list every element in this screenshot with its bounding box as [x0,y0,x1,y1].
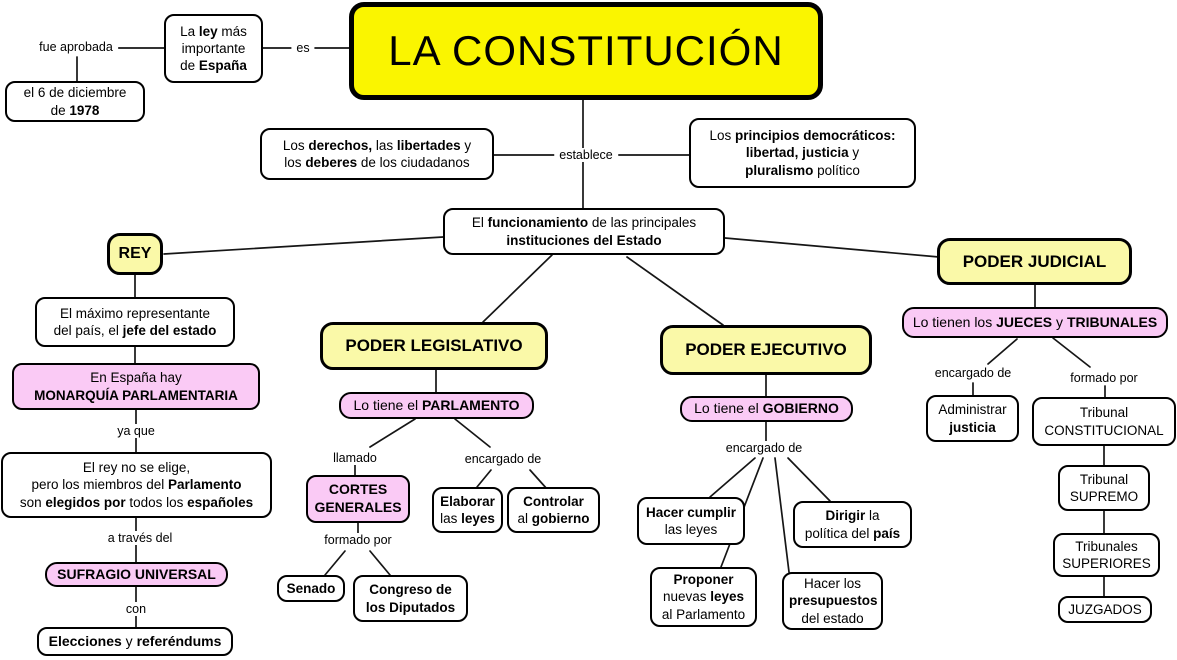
node-rey-no-se-elige: El rey no se elige,pero los miembros del… [1,452,272,518]
node-rey-no-se-elige-text: El rey no se elige,pero los miembros del… [19,460,254,510]
node-jueces-tribunales: Lo tienen los JUECES y TRIBUNALES [902,307,1168,338]
label-ya-que: ya que [112,424,160,438]
node-poder-legislativo-text: PODER LEGISLATIVO [345,336,523,356]
label-establece: establece [554,148,618,162]
node-juzgados-text: JUZGADOS [1068,601,1142,617]
node-poder-ejecutivo-text: PODER EJECUTIVO [685,340,847,360]
node-jueces-tribunales-text: Lo tienen los JUECES y TRIBUNALES [912,313,1158,330]
node-senado: Senado [277,575,345,602]
node-lo-tiene-gobierno-text: Lo tiene el GOBIERNO [694,400,839,417]
label-formado-por-legislativo: formado por [319,533,397,547]
node-principios-democraticos-text: Los principios democráticos:libertad, ju… [709,128,896,178]
node-juzgados: JUZGADOS [1058,596,1152,623]
label-formado-por-judicial: formado por [1065,371,1143,385]
node-poder-judicial: PODER JUDICIAL [937,238,1132,285]
node-la-constitucion: LA CONSTITUCIÓN [349,2,823,100]
label-llamado: llamado [328,451,382,465]
node-sufragio-universal: SUFRAGIO UNIVERSAL [45,562,228,587]
label-a-traves-del: a través del [102,531,178,545]
node-rey-text: REY [118,244,152,262]
node-lo-tiene-parlamento-text: Lo tiene el PARLAMENTO [353,396,520,413]
label-es: es [291,41,315,55]
label-encargado-de-judicial: encargado de [929,366,1017,380]
node-poder-legislativo: PODER LEGISLATIVO [320,322,548,370]
label-fue-aprobada: fue aprobada [34,40,118,54]
node-principios-democraticos: Los principios democráticos:libertad, ju… [689,118,916,188]
node-elecciones-referendums-text: Elecciones y referéndums [48,632,222,649]
node-lo-tiene-parlamento: Lo tiene el PARLAMENTO [339,392,534,419]
node-rey: REY [107,233,163,275]
label-encargado-de-ejecutivo: encargado de [720,441,808,455]
node-senado-text: Senado [286,580,336,596]
node-sufragio-universal-text: SUFRAGIO UNIVERSAL [57,565,216,582]
node-poder-judicial-text: PODER JUDICIAL [962,251,1107,271]
node-elecciones-referendums: Elecciones y referéndums [37,627,233,656]
label-encargado-de-legislativo: encargado de [459,452,547,466]
label-con: con [120,602,152,616]
node-poder-ejecutivo: PODER EJECUTIVO [660,325,872,375]
node-la-constitucion-text: LA CONSTITUCIÓN [388,27,784,75]
node-lo-tiene-gobierno: Lo tiene el GOBIERNO [680,396,853,422]
